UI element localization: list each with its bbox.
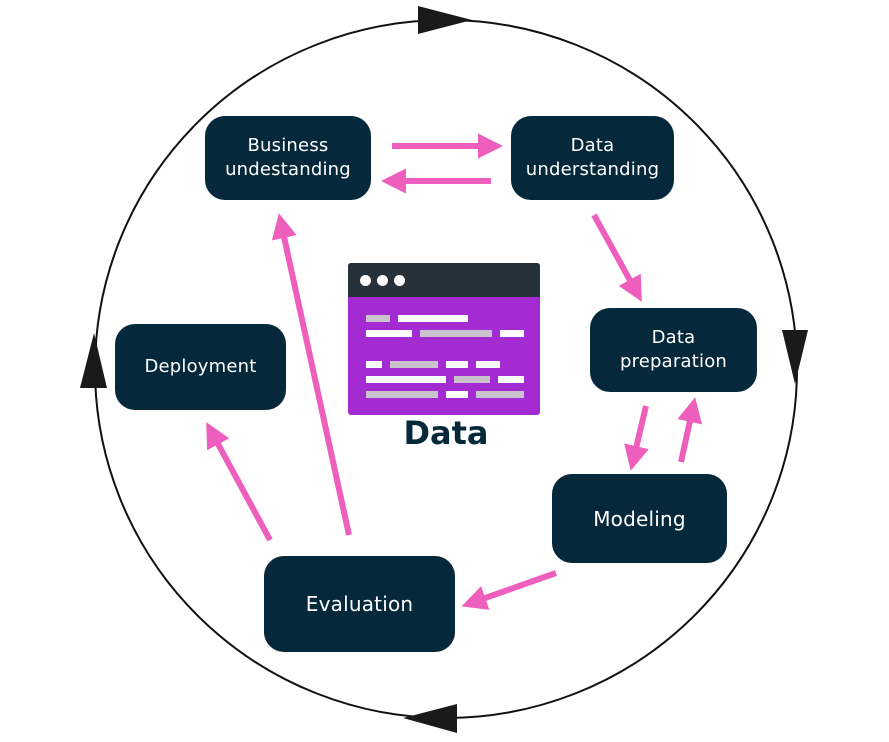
cycle-arrowhead-top [418,6,472,34]
arrow-modeling-to-evaluation [461,570,557,610]
data-line [366,330,412,337]
cycle-arrowhead-bottom [403,704,457,733]
window-dot [360,275,371,286]
data-line [398,315,468,322]
arrow-modeling-to-preparation [677,397,703,463]
window-dot [377,275,388,286]
data-line [420,330,492,337]
arrow-preparation-to-modeling [624,405,649,471]
data-line [476,391,524,398]
data-line [390,361,438,368]
data-line [476,361,500,368]
data-line [454,376,490,383]
data-line [446,361,468,368]
data-line [446,391,468,398]
data-line [500,330,524,337]
step-business-understanding: Business undestanding [205,116,371,200]
window-titlebar [348,263,540,297]
cycle-arrowhead-left [80,333,107,388]
step-modeling: Modeling [552,474,727,563]
data-line [366,376,446,383]
data-line [366,361,382,368]
arrow-evaluation-to-deployment [206,422,273,542]
data-line [366,391,438,398]
data-line [498,376,524,383]
step-evaluation: Evaluation [264,556,455,652]
data-window-illustration [348,263,540,415]
arrow-data-understanding-to-preparation [591,213,642,302]
data-label: Data [403,414,489,452]
arrow-evaluation-to-business [271,213,352,536]
data-line [366,315,390,322]
cycle-arrowhead-right [782,330,808,384]
window-dot [394,275,405,286]
step-data-understanding: Data understanding [511,116,674,200]
step-data-preparation: Data preparation [590,308,757,392]
step-deployment: Deployment [115,324,286,410]
